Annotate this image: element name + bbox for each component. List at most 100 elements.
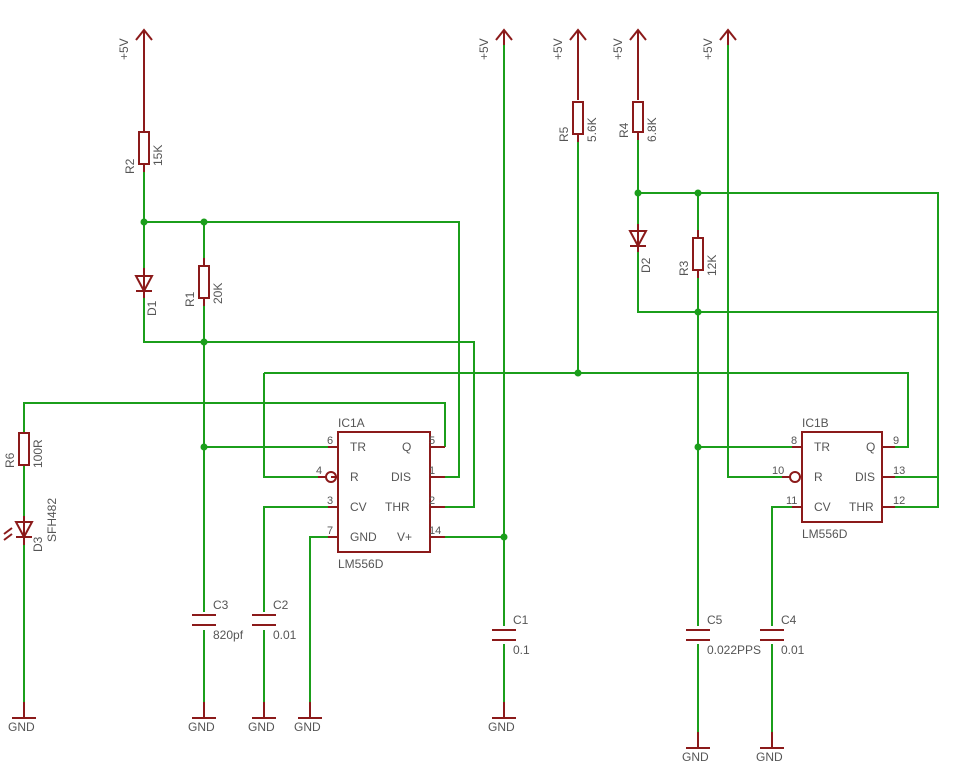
resistor-r2: R2 15K [123, 131, 165, 174]
pin-label-thr: THR [849, 500, 874, 514]
pin-label-thr: THR [385, 500, 410, 514]
pin-label-tr: TR [814, 440, 830, 454]
pin-number: 9 [893, 435, 899, 447]
gnd-label: GND [188, 720, 215, 734]
diode-d1: D1 [134, 268, 159, 316]
pin-label-vplus: V+ [397, 530, 412, 544]
gnd-label: GND [756, 750, 783, 764]
gnd-label: GND [8, 720, 35, 734]
gnd-ic1a: GND [294, 702, 322, 734]
gnd-label: GND [682, 750, 709, 764]
gnd-c3: GND [188, 702, 216, 734]
junction-dot [634, 189, 642, 197]
resistor-name: R1 [183, 291, 197, 307]
resistor-value: 6.8K [645, 117, 659, 142]
gnd-r6: GND [8, 702, 36, 734]
junction-dot [500, 533, 508, 541]
supply-5v-r4: +5V [611, 28, 647, 100]
gnd-label: GND [248, 720, 275, 734]
pin-label-gnd: GND [350, 530, 377, 544]
supply-label: +5V [117, 38, 131, 60]
resistor-name: R4 [617, 122, 631, 138]
supply-label: +5V [701, 38, 715, 60]
capacitor-c5: C5 0.022PPS [686, 613, 761, 657]
pin-number: 2 [429, 495, 435, 507]
pin-number: 10 [772, 465, 784, 477]
pin-number: 7 [327, 525, 333, 537]
gnd-c5: GND [682, 732, 710, 764]
capacitor-c1: C1 0.1 [492, 613, 530, 657]
gnd-c2: GND [248, 702, 276, 734]
capacitor-c3: C3 820pf [192, 598, 244, 642]
light-ray-icon [3, 527, 13, 535]
resistor-value: 20K [211, 283, 225, 304]
pin-label-r: R [814, 470, 823, 484]
capacitor-value: 0.1 [513, 643, 530, 657]
junction-dot [694, 308, 702, 316]
light-ray-icon [3, 533, 13, 541]
junction-dot [140, 218, 148, 226]
pin-label-tr: TR [350, 440, 366, 454]
capacitor-name: C5 [707, 613, 723, 627]
ic1a-timer: IC1A LM556D TR R CV GND Q DIS THR V+ 6 4… [316, 416, 445, 571]
diode-value: SFH482 [45, 498, 59, 542]
capacitor-name: C1 [513, 613, 529, 627]
junction-dot [200, 338, 208, 346]
pin-number: 5 [429, 435, 435, 447]
ic-part: LM556D [802, 527, 848, 541]
pin-label-q: Q [402, 440, 411, 454]
inverted-input-bubble [789, 471, 801, 483]
capacitor-value: 820pf [213, 628, 244, 642]
ic-name: IC1A [338, 416, 365, 430]
resistor-r1: R1 20K [183, 258, 225, 307]
pin-number: 1 [429, 465, 435, 477]
junction-dot [200, 443, 208, 451]
pin-number: 6 [327, 435, 333, 447]
capacitor-value: 0.01 [273, 628, 297, 642]
pin-label-cv: CV [814, 500, 831, 514]
gnd-c4: GND [756, 732, 784, 764]
pin-label-cv: CV [350, 500, 367, 514]
supply-label: +5V [551, 38, 565, 60]
resistor-value: 5.6K [585, 117, 599, 142]
resistor-value: 15K [151, 145, 165, 166]
pin-number: 4 [316, 465, 322, 477]
led-d3: D3 SFH482 [3, 498, 59, 552]
pin-number: 13 [893, 465, 905, 477]
capacitor-name: C3 [213, 598, 229, 612]
resistor-name: R3 [677, 260, 691, 276]
gnd-label: GND [294, 720, 321, 734]
resistor-r3: R3 12K [677, 230, 719, 278]
supply-5v-right: +5V [701, 28, 737, 60]
resistor-name: R6 [3, 452, 17, 468]
resistor-r6: R6 100R [3, 432, 45, 468]
supply-5v-r5: +5V [551, 28, 587, 100]
pin-label-r: R [350, 470, 359, 484]
supply-5v-ic: +5V [477, 28, 513, 60]
junction-dot [694, 189, 702, 197]
resistor-r4: R4 6.8K [617, 101, 659, 142]
resistor-name: R2 [123, 158, 137, 174]
ic-name: IC1B [802, 416, 829, 430]
junction-dot [694, 443, 702, 451]
pin-number: 11 [786, 495, 797, 507]
supply-5v-r2: +5V [117, 28, 153, 132]
resistor-name: R5 [557, 126, 571, 142]
diode-name: D2 [639, 257, 653, 273]
pin-label-dis: DIS [855, 470, 875, 484]
diode-d2: D2 [628, 224, 653, 273]
pin-number: 8 [791, 435, 797, 447]
diode-name: D3 [31, 536, 45, 552]
diode-name: D1 [145, 300, 159, 316]
pin-label-dis: DIS [391, 470, 411, 484]
capacitor-value: 0.01 [781, 643, 805, 657]
resistor-value: 100R [31, 439, 45, 468]
capacitor-c4: C4 0.01 [760, 613, 805, 657]
capacitor-name: C4 [781, 613, 797, 627]
pin-number: 3 [327, 495, 333, 507]
pin-number: 12 [893, 495, 905, 507]
capacitor-c2: C2 0.01 [252, 598, 297, 642]
supply-label: +5V [477, 38, 491, 60]
ic1b-timer: IC1B LM556D TR R CV Q DIS THR 8 10 11 9 … [772, 416, 905, 541]
